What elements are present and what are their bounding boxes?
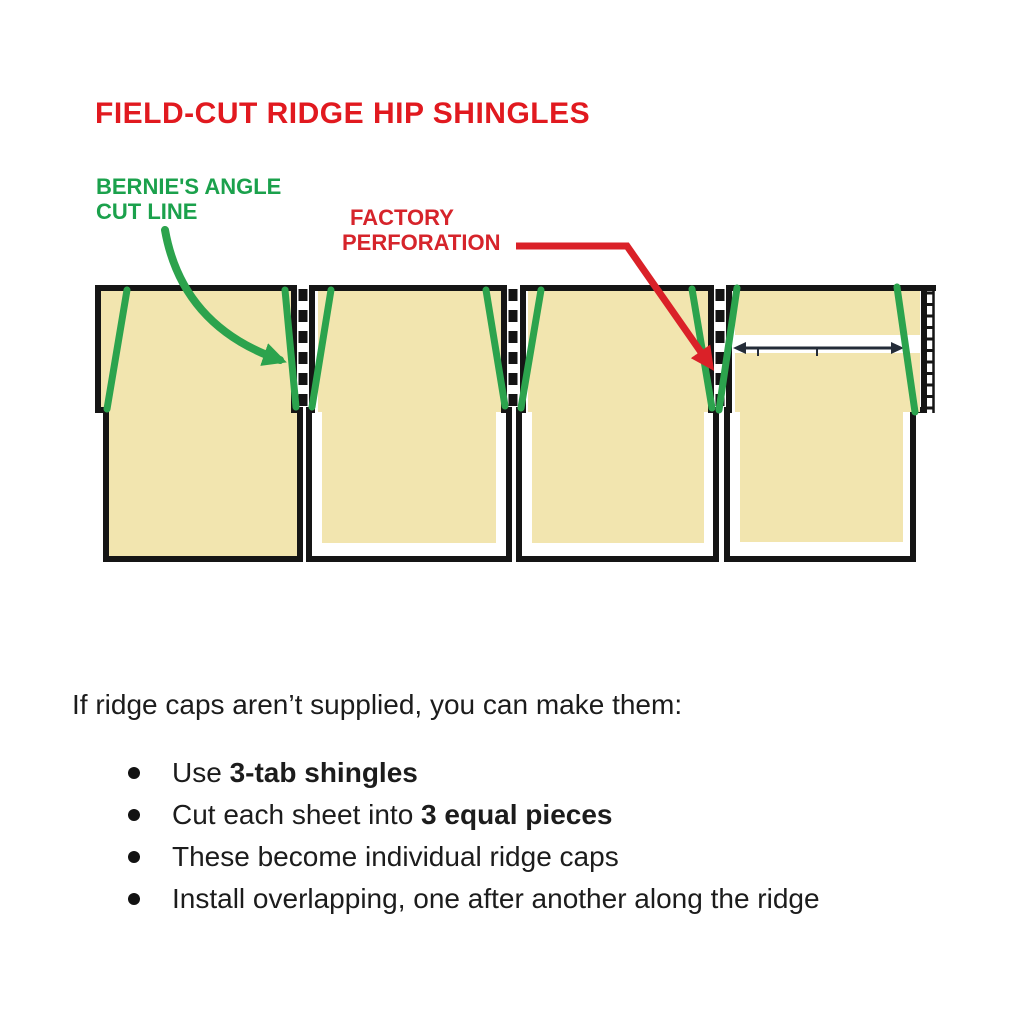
shingle-panel-2-fill-upper: [318, 291, 501, 412]
intro-text: If ridge caps aren’t supplied, you can m…: [72, 689, 683, 720]
factory-pointer-arrow: [516, 242, 715, 371]
list-item: Use 3-tab shingles: [128, 752, 820, 794]
page-title: FIELD-CUT RIDGE HIP SHINGLES: [95, 97, 591, 130]
bernies-label-line2: CUT LINE: [96, 199, 198, 224]
bernies-pointer-arrow: [161, 226, 287, 366]
list-item: Install overlapping, one after another a…: [128, 878, 820, 920]
list-item: These become individual ridge caps: [128, 836, 820, 878]
shingle-panel-4-fill-upper-b: [735, 353, 920, 412]
bullet-2-bold: 3 equal pieces: [421, 799, 613, 830]
bernies-label-line1: BERNIE'S ANGLE: [96, 174, 282, 199]
list-item: Cut each sheet into 3 equal pieces: [128, 794, 820, 836]
shingle-panel-4-fill-lower: [740, 412, 903, 542]
cut-line-8: [893, 283, 919, 416]
cut-line-5: [517, 286, 545, 412]
shingle-panel-1: [95, 285, 303, 562]
bullet-2-pre: Cut each sheet into: [172, 799, 422, 830]
dimension-line: [733, 342, 904, 356]
bullet-1-pre: Use: [172, 757, 230, 788]
cut-line-2: [281, 286, 300, 411]
cut-line-3: [308, 286, 335, 411]
factory-label-line1: FACTORY: [350, 205, 454, 230]
shingle-panel-3-fill-upper: [528, 291, 708, 412]
bullet-4-pre: Install overlapping, one after another a…: [172, 883, 820, 914]
cut-line-7: [715, 284, 741, 414]
factory-label-line2: PERFORATION: [342, 230, 501, 255]
right-edge-perforation-ladder: [924, 285, 936, 413]
shingle-panel-4-fill-upper-a: [735, 291, 920, 335]
cut-line-4: [482, 286, 509, 410]
cut-line-1: [103, 286, 131, 413]
factory-perforation-label: FACTORY PERFORATION: [342, 205, 500, 255]
bullet-list: Use 3-tab shingles Cut each sheet into 3…: [128, 752, 820, 920]
shingle-panel-2-fill-lower: [322, 412, 496, 543]
bullet-1-bold: 3-tab shingles: [229, 757, 418, 788]
bullet-3-pre: These become individual ridge caps: [172, 841, 619, 872]
shingle-panel-3-fill-lower: [532, 412, 704, 543]
bernies-angle-cut-line-label: BERNIE'S ANGLE CUT LINE: [96, 174, 281, 224]
